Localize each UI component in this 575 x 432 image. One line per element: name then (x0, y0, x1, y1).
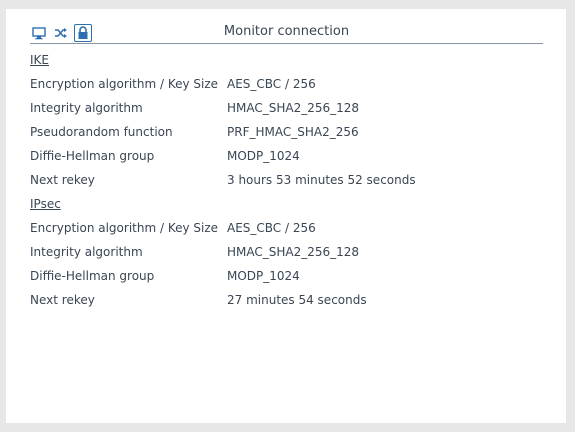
row-value: MODP_1024 (227, 149, 300, 163)
row-value: HMAC_SHA2_256_128 (227, 101, 360, 115)
row-label: Encryption algorithm / Key Size (30, 221, 219, 235)
row-label: Integrity algorithm (30, 101, 143, 115)
row-value: 3 hours 53 minutes 52 seconds (227, 173, 416, 187)
panel-header: Monitor connection (30, 23, 543, 44)
row-label: Integrity algorithm (30, 245, 143, 259)
shuffle-icon[interactable] (52, 24, 70, 42)
view-toolbar (30, 24, 92, 42)
row-label: Diffie-Hellman group (30, 149, 155, 163)
lock-icon[interactable] (74, 24, 92, 42)
row-value: AES_CBC / 256 (227, 77, 316, 91)
monitor-connection-panel: Monitor connection IKE Encryption algori… (6, 9, 566, 423)
row-value: AES_CBC / 256 (227, 221, 316, 235)
monitor-icon[interactable] (30, 24, 48, 42)
row-value: PRF_HMAC_SHA2_256 (227, 125, 359, 139)
ike-section-heading: IKE (30, 53, 49, 67)
row-label: Next rekey (30, 173, 95, 187)
row-value: 27 minutes 54 seconds (227, 293, 367, 307)
row-label: Encryption algorithm / Key Size (30, 77, 219, 91)
row-label: Pseudorandom function (30, 125, 173, 139)
row-value: MODP_1024 (227, 269, 300, 283)
row-value: HMAC_SHA2_256_128 (227, 245, 360, 259)
row-label: Next rekey (30, 293, 95, 307)
page-title: Monitor connection (223, 24, 350, 39)
row-label: Diffie-Hellman group (30, 269, 155, 283)
ipsec-section-heading: IPsec (30, 197, 61, 211)
